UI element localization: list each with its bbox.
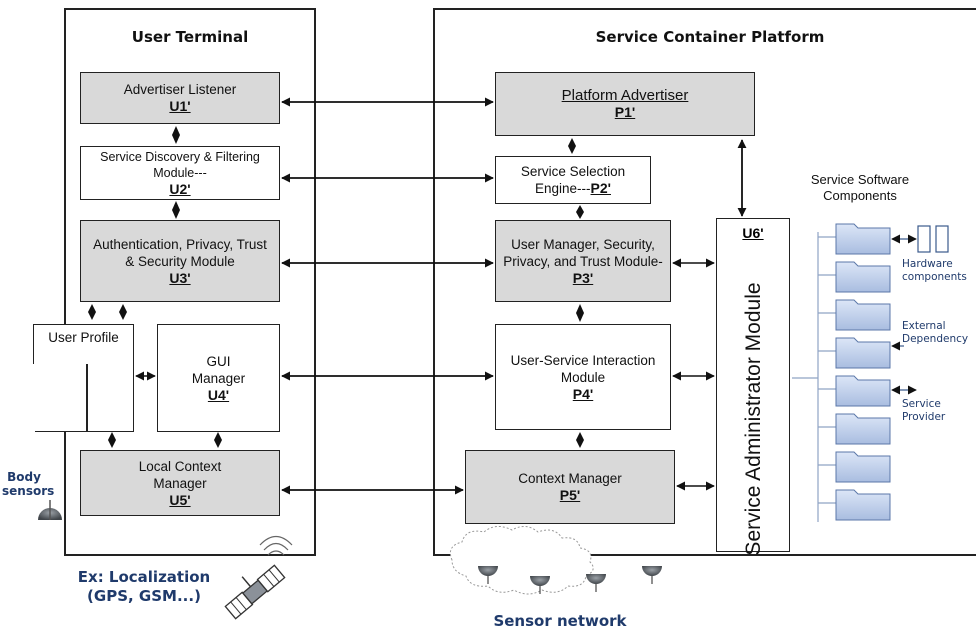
local-context-text: Local Context Manager	[138, 458, 222, 491]
u2-code: U2'	[169, 181, 191, 197]
hardware-components-label: Hardware components	[902, 258, 967, 283]
hardware-block-1	[917, 225, 931, 253]
user-profile-text: User Profile	[48, 330, 119, 345]
software-components-title: Service Software Components	[810, 172, 910, 203]
p4-code: P4'	[572, 385, 594, 402]
conn-p3-p4	[576, 304, 584, 322]
component-folder-icon	[835, 413, 891, 445]
service-provider-label: Service Provider	[902, 398, 946, 423]
component-folder-icon	[835, 489, 891, 521]
conn-gui-u5	[214, 432, 222, 448]
conn-p4-p5	[576, 432, 584, 448]
sensor-node-icon	[586, 574, 606, 584]
user-terminal-title: User Terminal	[131, 28, 249, 46]
hardware-block-2	[935, 225, 949, 253]
p5-code: P5'	[559, 487, 581, 503]
user-manager-text: User Manager, Security, Privacy, and Tru…	[503, 236, 663, 269]
user-service-text: User-Service Interaction Module	[510, 352, 656, 385]
body-sensors-label: Body sensors	[2, 470, 55, 498]
conn-u3-gui	[119, 304, 127, 320]
service-discovery-text: Service Discovery & Filtering Module---	[100, 150, 260, 180]
u4-code: U4'	[207, 386, 230, 403]
component-folder-icon	[835, 375, 891, 407]
context-manager-box: Context Manager P5'	[465, 450, 675, 524]
user-manager-box: User Manager, Security, Privacy, and Tru…	[495, 220, 671, 302]
local-context-manager-box: Local Context Manager U5'	[80, 450, 280, 516]
u1-code: U1'	[169, 98, 191, 114]
service-selection-box: Service Selection Engine---P2'	[495, 156, 651, 204]
satellite-signal-icon	[259, 535, 293, 556]
localization-label: Ex: Localization (GPS, GSM...)	[77, 568, 211, 605]
p3-code: P3'	[572, 269, 594, 286]
sensor-network-label: Sensor network	[493, 612, 627, 630]
platform-advertiser-box: Platform Advertiser P1'	[495, 72, 755, 136]
conn-profile-u5	[108, 432, 116, 448]
service-administrator-box: U6' Service Administrator Module	[716, 218, 790, 556]
context-manager-text: Context Manager	[518, 471, 622, 486]
gui-manager-box: GUI Manager U4'	[157, 324, 280, 432]
gui-manager-text: GUI Manager	[191, 353, 246, 386]
service-container-title: Service Container Platform	[595, 28, 825, 46]
component-folder-icon	[835, 223, 891, 255]
service-selection-text: Service Selection Engine---P2'	[503, 163, 643, 197]
sensor-node-icon	[530, 576, 550, 586]
component-folder-icon	[835, 261, 891, 293]
sensor-network-cloud	[449, 526, 662, 595]
u6-code: U6'	[742, 225, 764, 241]
p1-code: P1'	[614, 104, 636, 120]
sensor-nodes	[478, 566, 662, 594]
platform-advertiser-text: Platform Advertiser	[561, 87, 689, 104]
advertiser-listener-text: Advertiser Listener	[123, 82, 237, 97]
conn-u2-u3	[172, 201, 180, 219]
service-discovery-box: Service Discovery & Filtering Module--- …	[80, 146, 280, 200]
authentication-box: Authentication, Privacy, Trust & Securit…	[80, 220, 280, 302]
component-folder-icon	[835, 451, 891, 483]
external-dependency-label: External Dependency	[902, 320, 969, 345]
profile-bottom-line	[86, 430, 134, 432]
profile-mask	[34, 364, 86, 430]
conn-p2-p3	[576, 205, 584, 219]
conn-p1-p2	[568, 138, 576, 154]
component-folders	[818, 223, 891, 521]
profile-inner-line	[86, 364, 88, 432]
conn-u3-profile	[88, 304, 96, 320]
component-folder-icon	[835, 299, 891, 331]
component-folder-icon	[835, 337, 891, 369]
u5-code: U5'	[169, 491, 191, 508]
satellite-icon	[224, 564, 286, 620]
profile-left-cover	[33, 364, 35, 434]
sensor-node-icon	[642, 566, 662, 576]
component-tree	[792, 223, 949, 522]
user-service-interaction-box: User-Service Interaction Module P4'	[495, 324, 671, 430]
conn-u1-u2	[172, 126, 180, 144]
sensor-node-icon	[478, 566, 498, 576]
authentication-text: Authentication, Privacy, Trust & Securit…	[93, 236, 267, 269]
u3-code: U3'	[169, 269, 191, 286]
diamond-connectors	[88, 126, 584, 448]
service-selection-label: Service Selection Engine---	[520, 164, 626, 196]
advertiser-listener-box: Advertiser Listener U1'	[80, 72, 280, 124]
body-sensor-icon	[38, 500, 62, 520]
p2-code: P2'	[590, 180, 611, 196]
